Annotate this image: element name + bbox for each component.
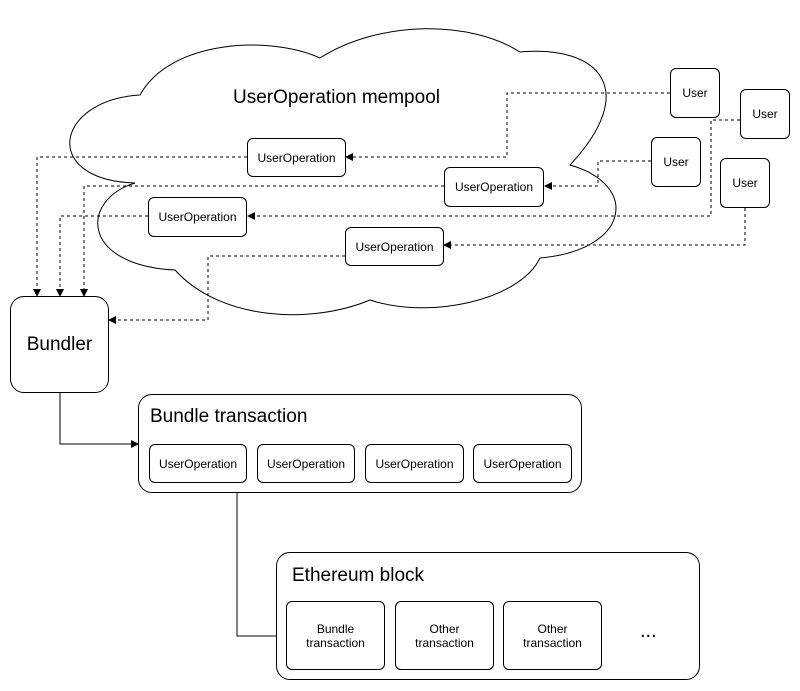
user-box-3[interactable]: User (651, 137, 701, 187)
block-tx-other-1[interactable]: Other transaction (395, 601, 494, 670)
arrow-user4-to-op4 (443, 208, 746, 249)
user-box-2[interactable]: User (740, 89, 790, 139)
arrow-bundler-to-bundle-tx (59, 392, 139, 448)
arrow-op3-to-bundler (80, 185, 444, 297)
user-box-4[interactable]: User (720, 158, 770, 208)
bundler-box[interactable]: Bundler (10, 296, 109, 393)
arrow-op4-to-bundler (108, 255, 345, 324)
bundle-transaction-title: Bundle transaction (150, 406, 308, 427)
arrow-user2-to-op3 (544, 160, 651, 190)
user-box-1[interactable]: User (670, 68, 720, 118)
bundle-op-2[interactable]: UserOperation (257, 444, 355, 483)
arrow-op1-to-bundler (33, 156, 247, 297)
mempool-op-3[interactable]: UserOperation (444, 167, 544, 207)
arrow-user3-to-op2 (247, 119, 740, 220)
block-tx-other-2[interactable]: Other transaction (503, 601, 602, 670)
arrow-user1-to-op1 (345, 92, 670, 161)
mempool-op-1[interactable]: UserOperation (247, 138, 346, 177)
arrow-bundle-tx-to-block (236, 492, 287, 640)
block-tx-bundle[interactable]: Bundle transaction (286, 601, 385, 670)
mempool-title: UserOperation mempool (233, 87, 440, 108)
bundle-op-3[interactable]: UserOperation (365, 444, 464, 483)
bundle-op-4[interactable]: UserOperation (473, 444, 572, 483)
ethereum-block-title: Ethereum block (292, 565, 425, 586)
bundle-op-1[interactable]: UserOperation (149, 444, 247, 483)
more-transactions-ellipsis: ... (640, 620, 657, 642)
mempool-op-2[interactable]: UserOperation (148, 197, 247, 237)
mempool-op-4[interactable]: UserOperation (345, 227, 444, 266)
